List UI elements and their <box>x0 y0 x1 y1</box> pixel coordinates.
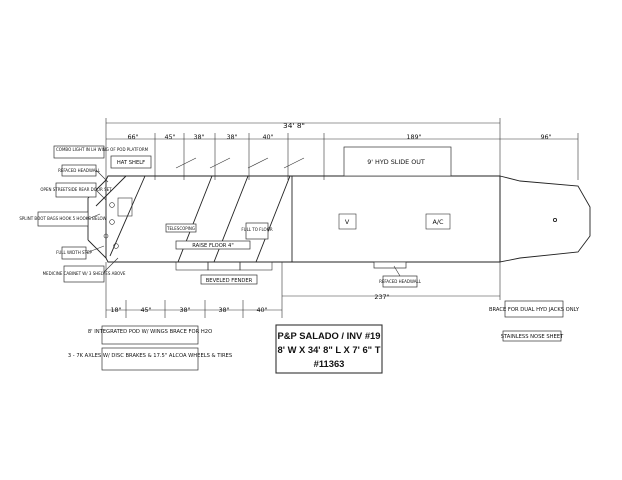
bottom-dimension-lines <box>105 262 501 318</box>
telescoping-label: TELESCOPING <box>166 226 195 231</box>
callout-combo-light: COMBO LIGHT IN LH WING OF POD PLATFORM <box>56 147 149 152</box>
title-line-3: #11363 <box>314 358 345 369</box>
dim-top-5: 40" <box>262 133 273 141</box>
callout-refaced-box <box>61 164 97 177</box>
ac-box <box>425 213 451 230</box>
tongue-dimension-label: 96" <box>540 133 551 141</box>
title-line-2: 8' W X 34' 8" L X 7' 6" T <box>278 344 381 355</box>
hat-shelf-label: HAT SHELF <box>117 160 145 166</box>
callout-boot-bags: SPLINT BOOT BAGS HOOK 5 HOOKS BELOW <box>19 216 106 221</box>
hook-circle-2 <box>109 219 115 225</box>
dim-bottom-3: 38" <box>179 306 190 314</box>
dim-top-3: 38" <box>193 133 204 141</box>
hook-circle-1 <box>109 202 115 208</box>
beveled-fender-box <box>200 274 258 285</box>
slide-out-label: 9' HYD SLIDE OUT <box>367 158 425 166</box>
callout-full-step: FULL WIDTH STEP <box>56 250 92 255</box>
dim-top-6: 189" <box>406 133 421 141</box>
hat-shelf-box <box>110 155 152 169</box>
top-dimension-lines <box>105 118 579 180</box>
cabinet-box <box>117 197 133 217</box>
note-jacks: BRACE FOR DUAL HYD JACKS ONLY <box>489 307 580 313</box>
callout-medicine-box <box>63 265 105 283</box>
dim-top-1: 66" <box>127 133 138 141</box>
dim-top-2: 45" <box>164 133 175 141</box>
callout-rear-door: OPEN STREETSIDE REAR DOOR SET <box>40 187 112 192</box>
hook-circle-3 <box>113 243 119 249</box>
note-axles: 3 - 7K AXLES W/ DISC BRAKES & 17.5" ALCO… <box>68 353 232 359</box>
leader-refaced-lower <box>393 265 401 277</box>
note-jacks-box <box>504 300 564 318</box>
slide-out-box <box>343 146 452 177</box>
dim-bottom-4: 38" <box>218 306 229 314</box>
note-pod: 8' INTEGRATED POD W/ WINGS BRACE FOR H2O <box>88 329 212 335</box>
callout-combo-light-text: COMBO LIGHT IN LH WING OF POD PLATFORM <box>56 147 149 152</box>
raise-floor-label: RAISE FLOOR 4" <box>192 243 234 249</box>
refaced-headwall-lower-label: REFACED HEADWALL <box>379 279 422 284</box>
callout-leaders <box>85 169 119 273</box>
v-label: V <box>345 218 350 226</box>
king-pin-mark <box>552 217 558 223</box>
dim-bottom-1: 18" <box>110 306 121 314</box>
title-line-1: P&P SALADO / INV #19 <box>278 330 381 341</box>
v-box <box>338 213 357 230</box>
callout-combo-light-box <box>53 145 105 159</box>
ac-label: A/C <box>433 218 445 226</box>
title-block-box <box>275 324 383 374</box>
full-to-floor-box <box>245 222 269 240</box>
beveled-fender-label: BEVELED FENDER <box>206 278 253 284</box>
overall-length-label: 34' 8" <box>283 121 305 130</box>
callout-refaced: REFACED HEADWALL <box>58 168 101 173</box>
dim-bottom-2: 45" <box>140 306 151 314</box>
note-pod-box <box>101 325 199 345</box>
hook-circle-4 <box>103 233 109 239</box>
axle-fenders <box>175 261 407 271</box>
rear-to-axle-label: 237" <box>374 293 389 301</box>
dim-bottom-5: 40" <box>256 306 267 314</box>
note-axles-box <box>101 347 199 371</box>
callout-medicine: MEDICINE CABINET W/ 3 SHELVES ABOVE <box>43 271 126 276</box>
raise-floor-box <box>175 240 251 250</box>
full-to-floor-label: FULL TO FLOOR <box>241 227 273 232</box>
note-nose: STAINLESS NOSE SHEET <box>501 334 564 340</box>
dim-top-4: 38" <box>226 133 237 141</box>
note-nose-box <box>502 330 562 342</box>
telescoping-box <box>165 223 197 233</box>
